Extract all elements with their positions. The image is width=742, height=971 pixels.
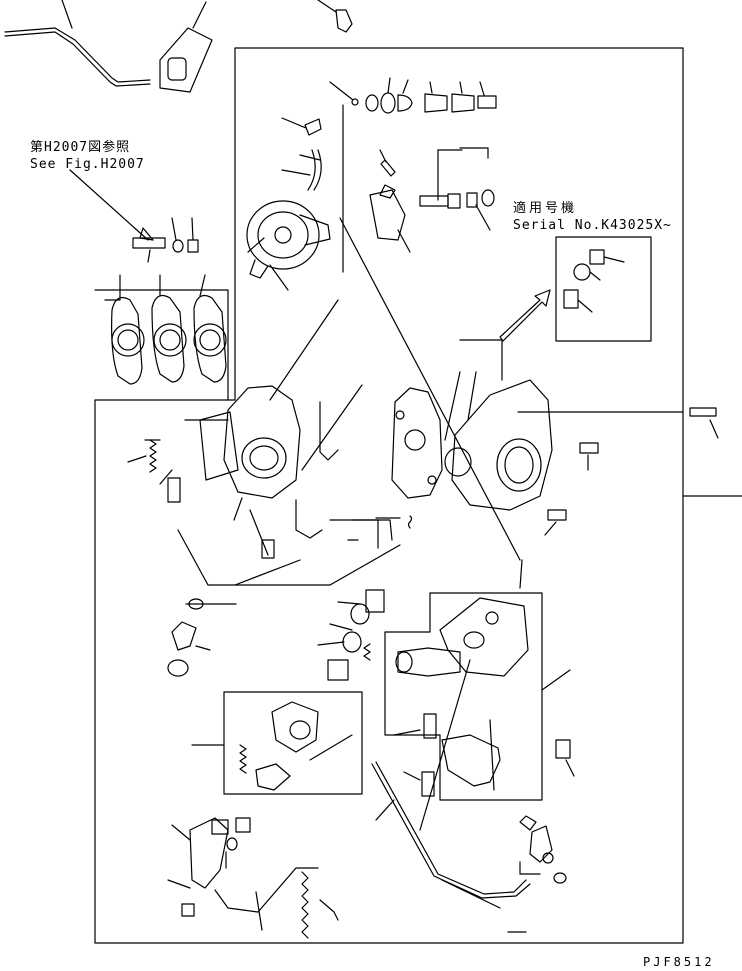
actuator-assembly xyxy=(246,200,331,291)
clip-top xyxy=(317,0,353,33)
reference-label-en: See Fig.H2007 xyxy=(30,157,145,172)
serial-label-jp: 適用号機 xyxy=(513,201,578,216)
throttle-body-right xyxy=(444,339,684,511)
gasket-middle xyxy=(151,295,187,383)
mounting-bracket xyxy=(393,713,575,797)
spacer-stack xyxy=(317,589,385,681)
sub-assembly-box-right xyxy=(384,592,571,801)
hose-clamp xyxy=(281,117,322,191)
middle-bracket xyxy=(295,401,413,549)
gasket-leaders xyxy=(94,274,229,401)
solenoid-valve xyxy=(167,598,237,677)
bolts-right xyxy=(544,407,719,536)
cover-top xyxy=(159,1,213,93)
leader-lines xyxy=(177,217,527,933)
reference-label-jp: 第H2007図参照 xyxy=(30,140,131,155)
serial-label-en: Serial No.K43025X~ xyxy=(513,218,672,233)
bottom-link-rod xyxy=(371,761,531,909)
spring-left xyxy=(127,439,161,473)
linkage-lever xyxy=(167,817,319,917)
coil-spring-bottom xyxy=(301,871,339,939)
sub-assembly-box-left xyxy=(191,691,363,795)
adjust-screw xyxy=(379,149,396,177)
gasket-right xyxy=(193,295,227,383)
seal-washer xyxy=(466,189,495,231)
serial-detail xyxy=(499,236,652,342)
valve-pin xyxy=(419,147,489,209)
bolt-lower-left xyxy=(159,469,181,503)
bolt-with-washers xyxy=(69,169,199,263)
main-frame xyxy=(94,47,742,944)
long-bolt xyxy=(249,509,275,559)
intermediate-plate xyxy=(391,387,443,499)
gasket-left xyxy=(111,297,145,385)
linkage-rod-top xyxy=(4,0,151,87)
plunger-stack xyxy=(329,77,497,273)
drawing-code: PJF8512 xyxy=(643,955,715,969)
lever-assembly-right xyxy=(519,815,567,884)
bracket-block xyxy=(369,184,411,253)
throttle-body-left xyxy=(184,385,301,521)
